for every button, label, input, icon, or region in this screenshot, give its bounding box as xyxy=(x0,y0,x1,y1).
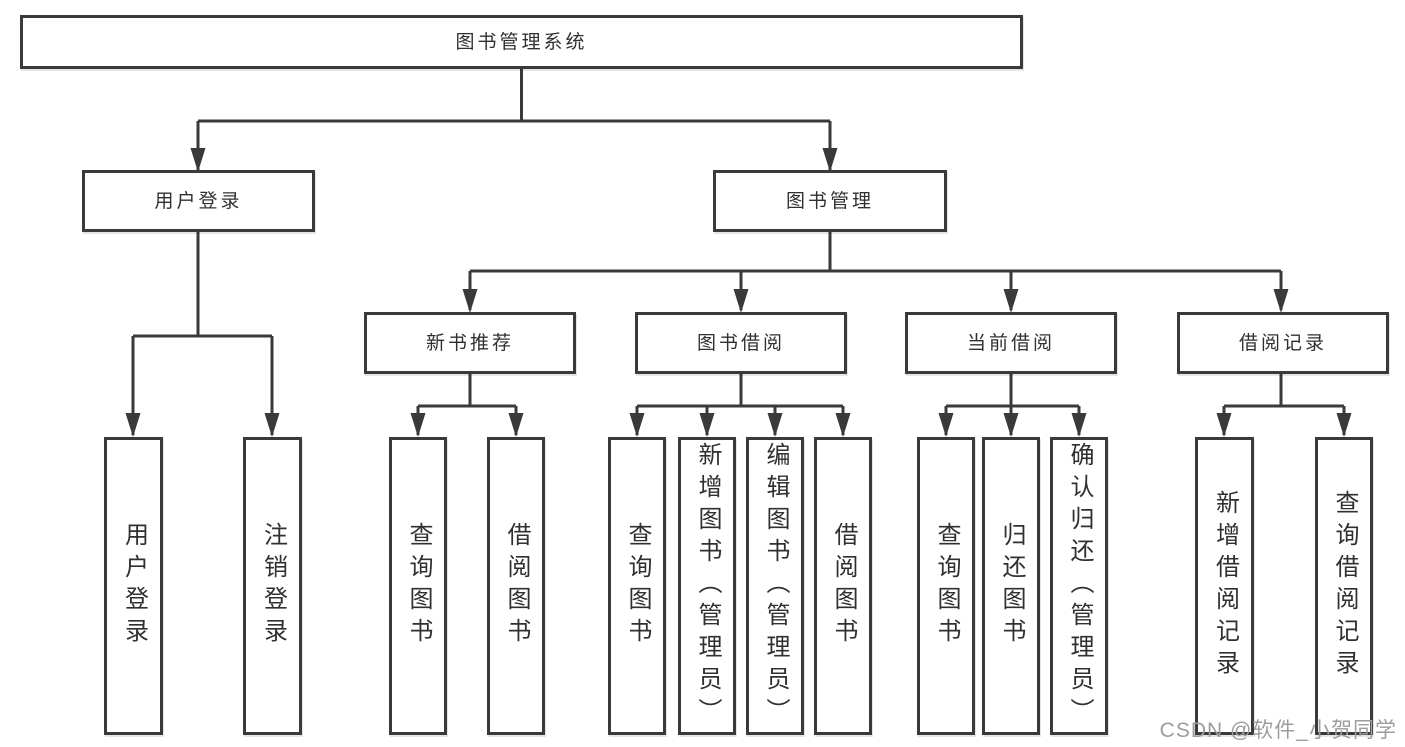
arrow-icon xyxy=(938,413,954,437)
arrow-icon xyxy=(462,289,478,313)
node-new-book-recommend-label: 新书推荐 xyxy=(425,332,514,354)
node-leaf-confirm-return-admin: 确认归还（管理员） xyxy=(1050,437,1108,735)
node-leaf-rec-query-book: 查询图书 xyxy=(389,437,447,735)
node-leaf-add-borrow-record: 新增借阅记录 xyxy=(1195,437,1254,735)
node-new-book-recommend: 新书推荐 xyxy=(364,312,576,374)
node-leaf-user-login-label: 用户登录 xyxy=(120,522,148,650)
node-leaf-logout: 注销登录 xyxy=(243,437,302,735)
node-leaf-query-borrow-record: 查询借阅记录 xyxy=(1315,437,1373,735)
arrow-icon xyxy=(264,413,280,437)
connector-login-to-leaves xyxy=(131,232,274,435)
arrow-icon xyxy=(629,413,645,437)
arrow-icon xyxy=(1003,413,1019,437)
arrow-icon xyxy=(1003,289,1019,313)
arrow-icon xyxy=(835,413,851,437)
arrow-icon xyxy=(1336,413,1352,437)
connector-mgmt-to-level3 xyxy=(468,232,1283,310)
node-leaf-current-query-book: 查询图书 xyxy=(917,437,975,735)
node-leaf-borrow-query-book-label: 查询图书 xyxy=(624,522,651,650)
arrow-icon xyxy=(733,289,749,313)
node-leaf-borrow-book-label: 借阅图书 xyxy=(830,522,857,650)
arrow-icon xyxy=(822,148,838,172)
node-book-borrow: 图书借阅 xyxy=(635,312,847,374)
node-root: 图书管理系统 xyxy=(20,15,1023,69)
arrow-icon xyxy=(190,148,206,172)
node-leaf-add-book-admin-label: 新增图书（管理员） xyxy=(694,442,721,730)
connector-root-to-level1 xyxy=(196,69,832,170)
node-root-label: 图书管理系统 xyxy=(455,31,588,53)
node-leaf-user-login: 用户登录 xyxy=(104,437,163,735)
node-borrow-records: 借阅记录 xyxy=(1177,312,1389,374)
arrow-icon xyxy=(125,413,141,437)
node-leaf-rec-borrow-book: 借阅图书 xyxy=(487,437,545,735)
node-leaf-borrow-book: 借阅图书 xyxy=(814,437,872,735)
node-leaf-borrow-query-book: 查询图书 xyxy=(608,437,666,735)
node-book-management-label: 图书管理 xyxy=(785,190,874,212)
node-user-login: 用户登录 xyxy=(82,170,315,232)
node-leaf-edit-book-admin: 编辑图书（管理员） xyxy=(746,437,804,735)
arrow-icon xyxy=(1071,413,1087,437)
arrow-icon xyxy=(1273,289,1289,313)
arrow-icon xyxy=(1216,413,1232,437)
arrowheads xyxy=(125,148,1352,437)
arrow-icon xyxy=(699,413,715,437)
arrow-icon xyxy=(410,413,426,437)
node-leaf-edit-book-admin-label: 编辑图书（管理员） xyxy=(762,442,789,730)
node-leaf-rec-query-book-label: 查询图书 xyxy=(405,522,432,650)
node-leaf-current-query-book-label: 查询图书 xyxy=(933,522,960,650)
csdn-watermark: CSDN @软件_小贺同学 xyxy=(1159,719,1397,742)
node-leaf-return-book: 归还图书 xyxy=(982,437,1040,735)
node-leaf-query-borrow-record-label: 查询借阅记录 xyxy=(1331,490,1358,682)
connector-borrow-to-leaves xyxy=(635,374,845,435)
node-leaf-add-book-admin: 新增图书（管理员） xyxy=(678,437,736,735)
node-current-borrow: 当前借阅 xyxy=(905,312,1117,374)
node-current-borrow-label: 当前借阅 xyxy=(966,332,1055,354)
node-leaf-add-borrow-record-label: 新增借阅记录 xyxy=(1211,490,1239,682)
node-leaf-rec-borrow-book-label: 借阅图书 xyxy=(503,522,530,650)
node-borrow-records-label: 借阅记录 xyxy=(1238,332,1327,354)
node-book-borrow-label: 图书借阅 xyxy=(696,332,785,354)
arrow-icon xyxy=(508,413,524,437)
node-user-login-label: 用户登录 xyxy=(154,190,243,212)
connector-records-to-leaves xyxy=(1222,374,1346,435)
node-book-management: 图书管理 xyxy=(713,170,947,232)
arrow-icon xyxy=(767,413,783,437)
node-leaf-logout-label: 注销登录 xyxy=(259,522,287,650)
node-leaf-confirm-return-admin-label: 确认归还（管理员） xyxy=(1066,442,1093,730)
node-leaf-return-book-label: 归还图书 xyxy=(998,522,1025,650)
connector-rec-to-leaves xyxy=(416,374,518,435)
